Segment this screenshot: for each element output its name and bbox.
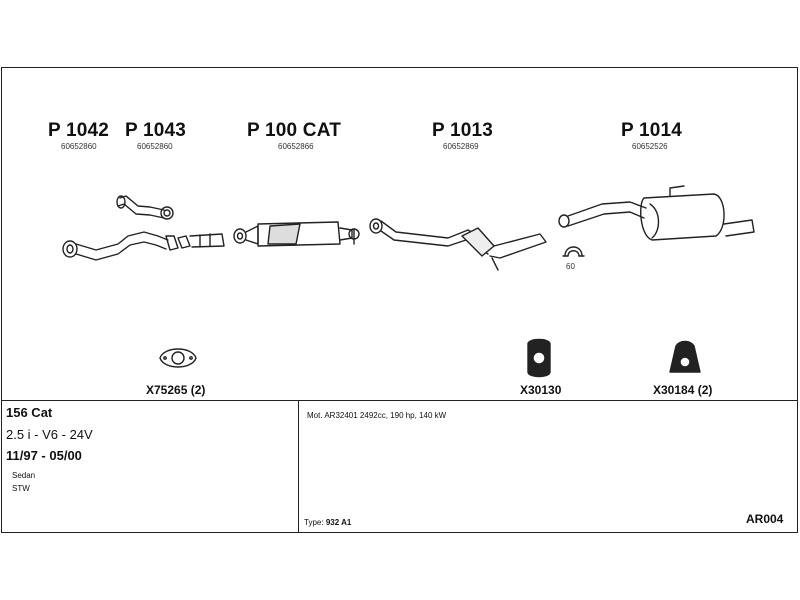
part-ref-p1043: 60652860 — [137, 142, 173, 151]
accessory-code-x30184: X30184 (2) — [653, 383, 713, 397]
part-code-p1013: P 1013 — [432, 120, 494, 141]
vehicle-years: 11/97 - 05/00 — [6, 448, 82, 463]
part-ref-p1014: 60652526 — [632, 142, 668, 151]
part-code-p100cat: P 100 CAT — [247, 120, 342, 141]
part-code-p1014: P 1014 — [621, 120, 683, 141]
x30130-hanger-drawing — [527, 338, 551, 378]
info-divider — [1, 400, 798, 401]
p1042-pipe-drawing — [62, 231, 225, 261]
motor-spec: Mot. AR32401 2492cc, 190 hp, 140 kW — [307, 411, 447, 420]
clamp-drawing — [562, 246, 585, 257]
accessory-code-x30130: X30130 — [520, 383, 562, 397]
p1014-muffler-drawing — [558, 185, 755, 241]
part-ref-p1013: 60652869 — [443, 142, 479, 151]
clamp-label: 60 — [566, 262, 575, 271]
vehicle-body-sedan: Sedan — [12, 471, 36, 480]
type-line: Type: 932 A1 — [304, 518, 351, 527]
part-ref-p1042: 60652860 — [61, 142, 97, 151]
x30184-hanger-drawing — [669, 340, 701, 373]
vehicle-model: 156 Cat — [6, 405, 53, 420]
part-ref-p100cat: 60652866 — [278, 142, 314, 151]
p100cat-converter-drawing — [233, 221, 360, 247]
sheet-reference: AR004 — [746, 512, 784, 526]
info-column-divider — [298, 400, 299, 533]
part-code-p1042: P 1042 — [48, 120, 110, 141]
vehicle-engine: 2.5 i - V6 - 24V — [6, 427, 93, 442]
part-code-p1043: P 1043 — [125, 120, 187, 141]
type-label: Type: — [304, 518, 324, 527]
p1043-pipe-drawing — [116, 195, 174, 220]
diagram-frame — [1, 67, 798, 533]
p1013-pipe-drawing — [369, 218, 547, 271]
type-value: 932 A1 — [325, 518, 352, 527]
x75265-gasket-drawing — [159, 348, 197, 368]
accessory-code-x75265: X75265 (2) — [146, 383, 206, 397]
vehicle-body-stw: STW — [12, 484, 30, 493]
